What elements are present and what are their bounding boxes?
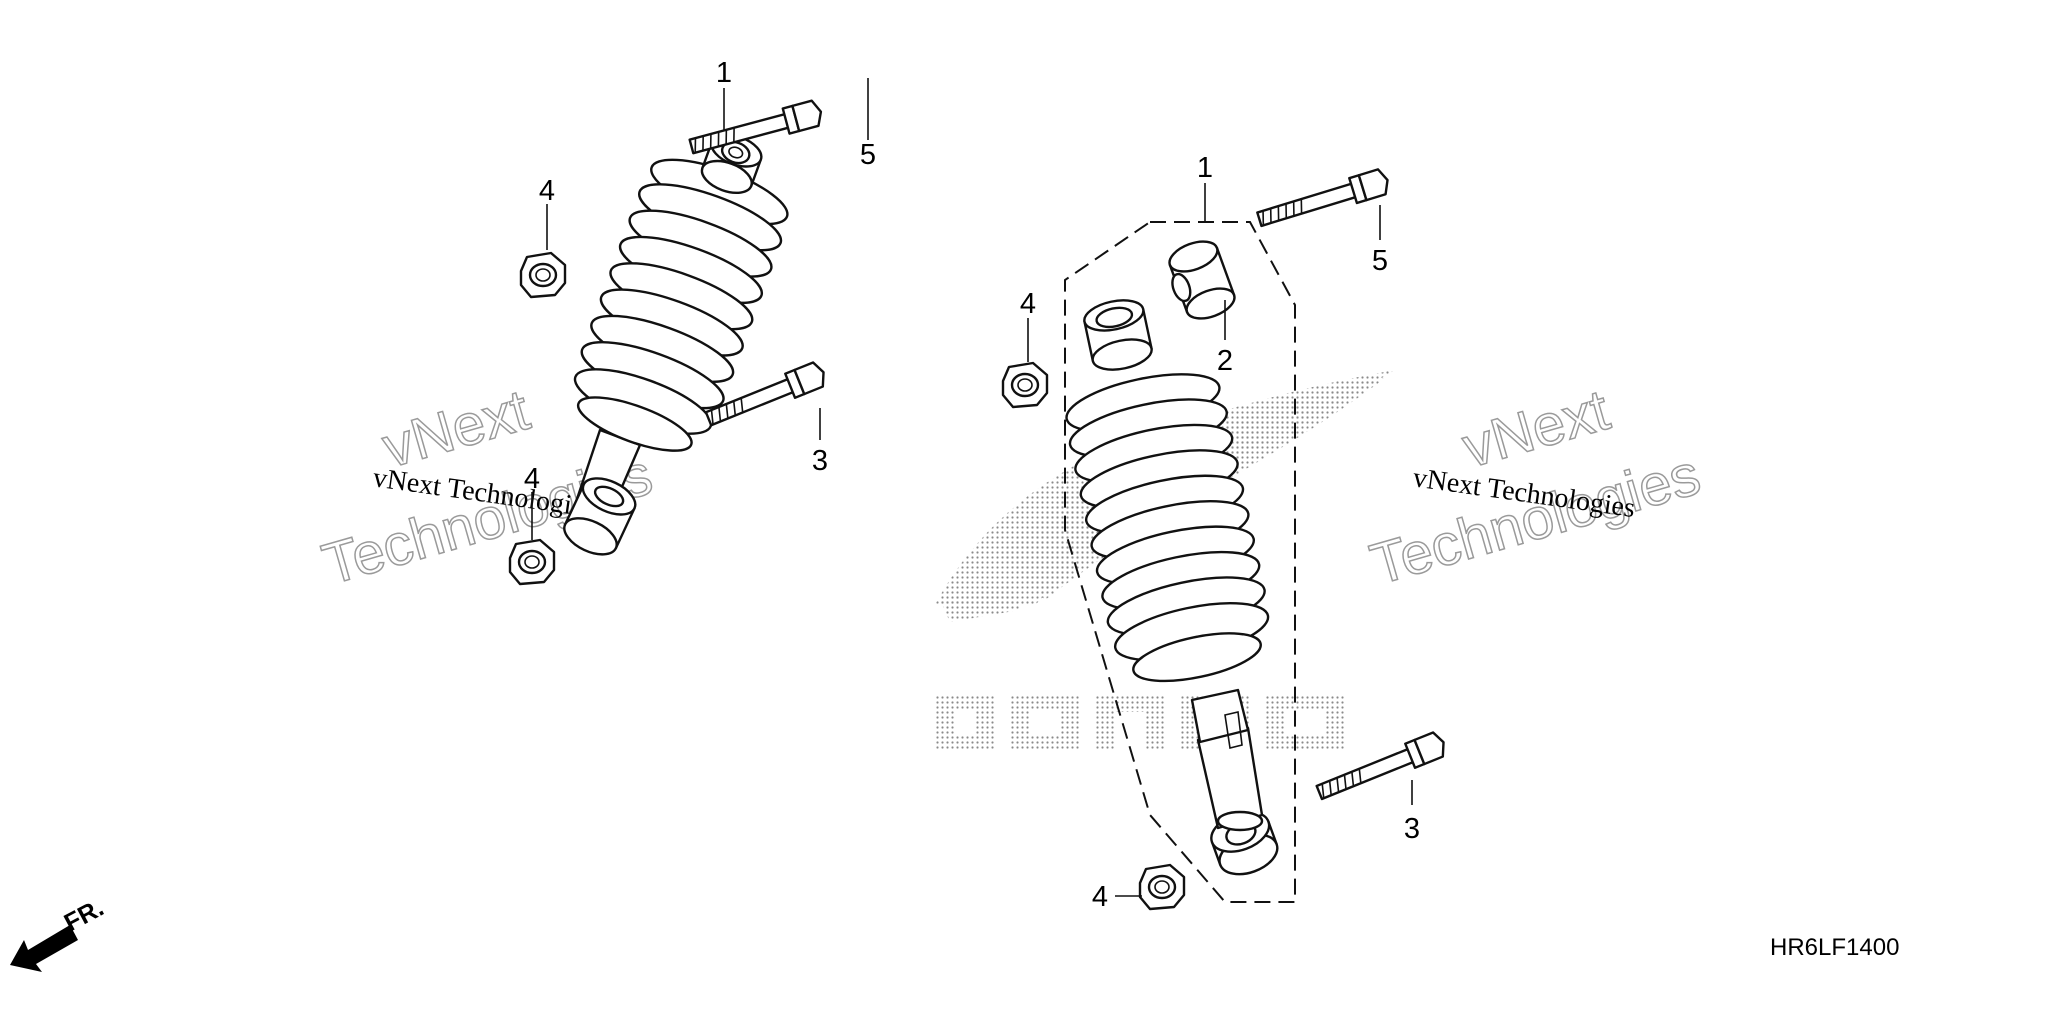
right-lower-bolt[interactable]	[1314, 730, 1448, 804]
callout-left-lower-nut: 4	[524, 463, 540, 495]
callout-right-bushing: 2	[1217, 345, 1233, 377]
callout-left-shock: 1	[716, 57, 732, 89]
callout-right-upper-nut: 4	[1020, 288, 1036, 320]
callout-right-top-bolt: 5	[1372, 245, 1388, 277]
callout-left-top-bolt: 5	[860, 139, 876, 171]
right-bushing[interactable]	[1161, 236, 1239, 326]
right-assembly-outline	[1064, 221, 1296, 903]
watermark-right: vNext Technologies vNext Technologies	[1363, 376, 1708, 598]
callout-right-lower-nut: 4	[1092, 881, 1108, 913]
diagram-code: HR6LF1400	[1770, 934, 1899, 961]
callout-right-lower-bolt: 3	[1404, 813, 1420, 845]
right-shock-absorber[interactable]	[1060, 296, 1283, 882]
right-top-bolt[interactable]	[1256, 168, 1392, 232]
callout-left-upper-nut: 4	[539, 175, 555, 207]
front-direction-arrow: FR.	[10, 894, 108, 972]
left-shock-absorber[interactable]	[558, 129, 797, 562]
right-upper-nut[interactable]	[1001, 361, 1049, 409]
callout-right-shock: 1	[1197, 152, 1213, 184]
left-top-bolt[interactable]	[688, 99, 824, 159]
right-lower-nut[interactable]	[1138, 863, 1186, 911]
callout-left-lower-bolt: 3	[812, 445, 828, 477]
left-upper-nut[interactable]	[519, 251, 567, 299]
watermark-right-line1: vNext	[1456, 377, 1616, 480]
left-lower-bolt[interactable]	[704, 360, 829, 431]
honda-wordmark	[935, 695, 1345, 750]
left-lower-nut[interactable]	[508, 538, 556, 586]
